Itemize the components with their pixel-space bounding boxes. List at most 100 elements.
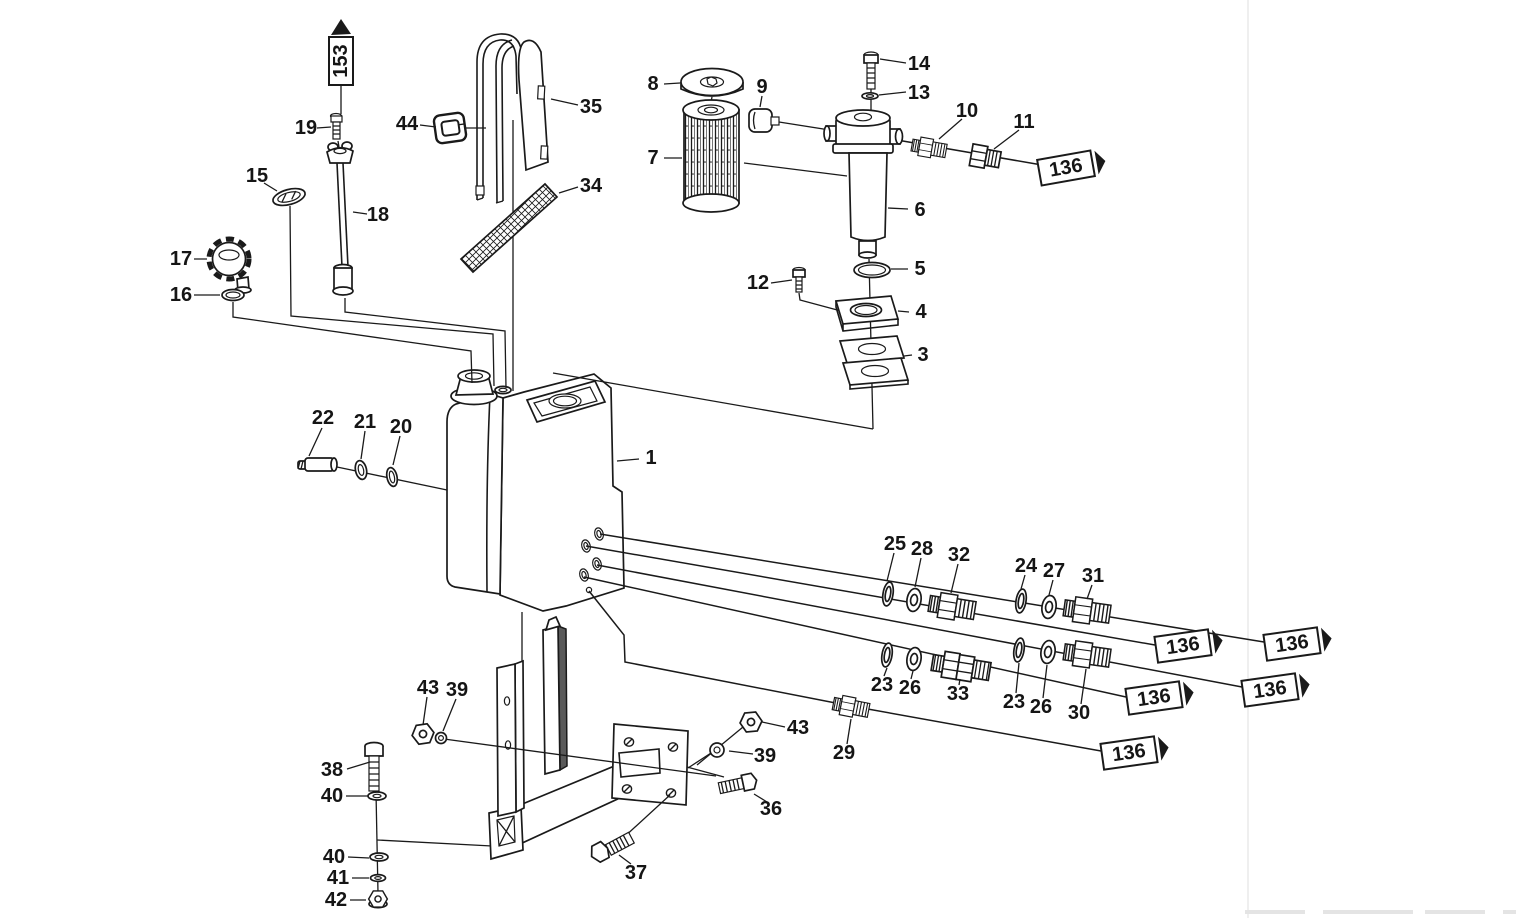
callout-18: 18 [367, 204, 389, 226]
connection-lines [232, 86, 1265, 894]
callout-44: 44 [396, 113, 419, 135]
callout-24: 24 [1015, 555, 1038, 577]
callout-3: 3 [917, 344, 928, 366]
washer-part-13 [861, 91, 879, 101]
mesh-strip-part-34 [459, 182, 559, 274]
breather-plate-part-15 [272, 187, 306, 207]
scan-artifacts [1245, 0, 1516, 918]
oring-part-16 [221, 288, 245, 302]
bracket-post [496, 662, 517, 818]
callout-5: 5 [914, 258, 925, 280]
callout-23b: 23 [1003, 691, 1025, 713]
callout-12: 12 [747, 272, 769, 294]
fitting-part-29 [830, 693, 872, 721]
bolt-part-36 [717, 772, 758, 795]
ref-136-box-1[interactable]: 136 [1035, 148, 1107, 187]
bolt-part-14 [863, 51, 879, 90]
screw-part-12 [792, 266, 806, 293]
gaskets-part-3 [838, 335, 910, 390]
fitting-part-30 [1061, 638, 1113, 672]
nut-part-43b [738, 710, 764, 734]
callout-41: 41 [327, 867, 349, 889]
ref-153-box[interactable]: 153 [328, 19, 354, 86]
callout-13: 13 [908, 82, 930, 104]
callout-9: 9 [756, 76, 767, 98]
callout-27: 27 [1043, 560, 1065, 582]
washer-part-40 [367, 791, 387, 801]
oring-part-23 [879, 641, 895, 669]
bracket-leader-lines [443, 726, 744, 840]
fitting-part-33 [930, 650, 993, 683]
callout-21: 21 [354, 411, 376, 433]
callout-31: 31 [1082, 565, 1104, 587]
callout-7: 7 [647, 147, 658, 169]
filter-element-part-7 [682, 99, 740, 213]
ref-136-label: 136 [1274, 631, 1310, 657]
bolt-part-37 [590, 831, 636, 864]
callout-40: 40 [321, 785, 343, 807]
tank-ports [579, 527, 604, 594]
callout-33: 33 [947, 683, 969, 705]
reference-boxes: 153 136 136 136 136 136 13 [328, 19, 1333, 771]
cover-part-8 [680, 67, 744, 97]
nut-part-43 [409, 722, 437, 746]
callout-labels: 19 15 17 16 18 44 35 34 8 7 9 14 13 10 1… [170, 53, 1104, 911]
washer-part-39b [709, 742, 725, 758]
callout-20: 20 [390, 416, 412, 438]
callout-4: 4 [915, 301, 927, 323]
callout-leaders [194, 58, 1093, 901]
callout-17: 17 [170, 248, 192, 270]
ref-136-label: 136 [1252, 677, 1288, 703]
washer-part-40b [369, 852, 389, 862]
callout-8: 8 [647, 73, 658, 95]
oring-part-20 [385, 466, 399, 488]
washer-part-21 [354, 459, 368, 481]
callout-16: 16 [170, 284, 192, 306]
fitting-part-10 [909, 135, 949, 161]
washer-part-28 [904, 586, 924, 614]
screw-part-19 [329, 112, 343, 140]
filter-housing-part-6 [823, 109, 904, 259]
callout-35: 35 [580, 96, 602, 118]
callout-32: 32 [948, 544, 970, 566]
callout-37: 37 [625, 862, 647, 884]
callout-26b: 26 [1030, 696, 1052, 718]
fitting-part-11 [968, 142, 1003, 170]
lock-washer-part-41 [369, 873, 387, 883]
callout-14: 14 [908, 53, 931, 75]
callout-42: 42 [325, 889, 347, 911]
callout-38: 38 [321, 759, 343, 781]
washer-part-27 [1039, 593, 1059, 621]
filler-cap-part-17 [206, 236, 252, 294]
mounting-plate [611, 723, 689, 806]
mounting-bracket [488, 615, 689, 861]
ref-136-box-6[interactable]: 136 [1099, 735, 1170, 771]
callout-15: 15 [246, 165, 268, 187]
callout-1: 1 [645, 447, 656, 469]
callout-34: 34 [580, 175, 603, 197]
washer-part-39 [434, 731, 448, 745]
oring-part-24 [1013, 587, 1029, 615]
callout-6: 6 [914, 199, 925, 221]
callout-43b: 43 [787, 717, 809, 739]
bracket-bar [542, 624, 561, 776]
ref-136-box-2[interactable]: 136 [1153, 628, 1224, 664]
callout-10: 10 [956, 100, 978, 122]
callout-29: 29 [833, 742, 855, 764]
callout-36: 36 [760, 798, 782, 820]
dipstick-part-18 [326, 141, 354, 296]
strap-part-35 [475, 33, 549, 204]
ref-136-label: 136 [1165, 633, 1201, 659]
ref-136-box-5[interactable]: 136 [1124, 680, 1195, 716]
tank-part-1 [446, 369, 625, 612]
ref-136-box-3[interactable]: 136 [1262, 626, 1333, 662]
callout-26: 26 [899, 677, 921, 699]
oring-part-23b [1011, 636, 1027, 664]
bolt-part-38 [364, 741, 384, 792]
callout-39b: 39 [754, 745, 776, 767]
nut-part-42 [367, 890, 389, 909]
fitting-part-32 [926, 590, 978, 624]
ref-136-label: 136 [1111, 740, 1147, 766]
ref-136-box-4[interactable]: 136 [1240, 672, 1311, 708]
